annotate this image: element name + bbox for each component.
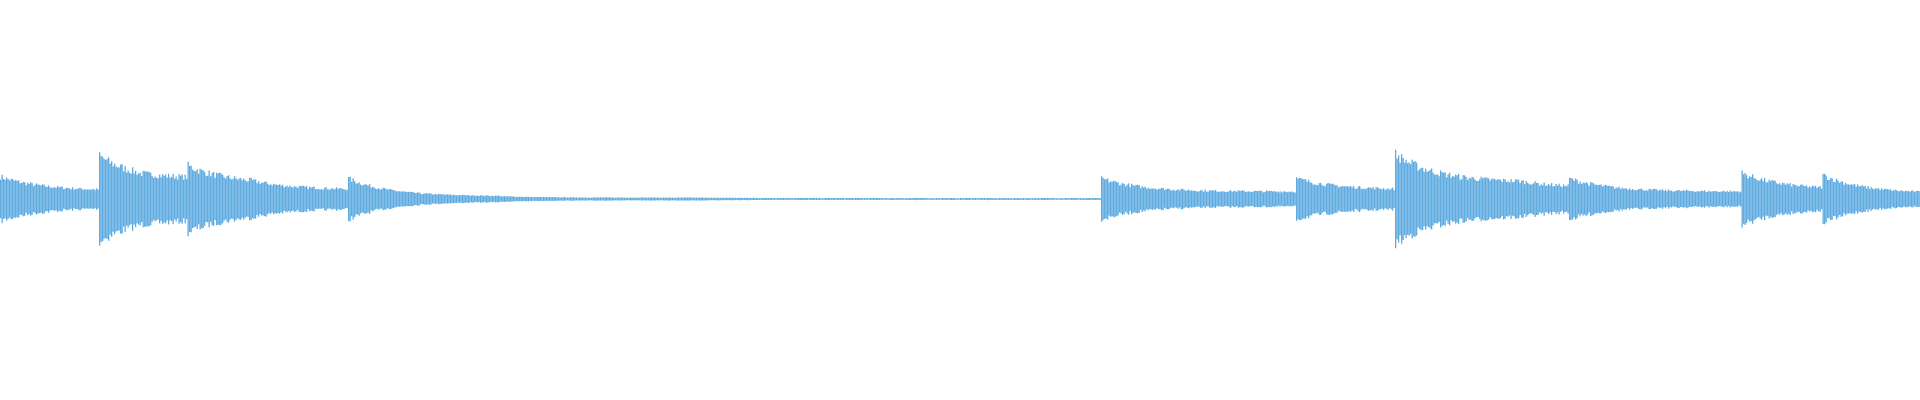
waveform-envelope xyxy=(0,149,1920,249)
